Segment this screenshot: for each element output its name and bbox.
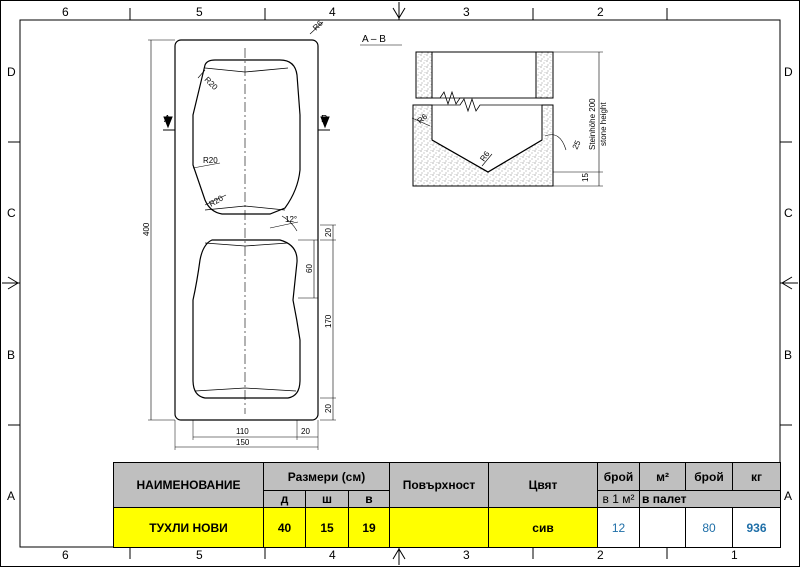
- zone-right-b: B: [784, 348, 793, 362]
- zone-bottom-1: 1: [731, 548, 738, 562]
- zone-left-b: B: [7, 348, 16, 362]
- cell-h: 19: [348, 507, 390, 548]
- sec-dim-25: 25: [571, 138, 583, 150]
- zone-left-d: D: [7, 65, 16, 79]
- header-m2: м²: [639, 462, 686, 491]
- header-w: ш: [305, 490, 349, 508]
- table-row: ТУХЛИ НОВИ 40 15 19 сив 12 80 936: [113, 507, 781, 548]
- dim-12deg: 12°: [285, 215, 297, 224]
- header-h: в: [348, 490, 390, 508]
- zone-top-4: 4: [329, 5, 336, 19]
- cell-w: 15: [305, 507, 349, 548]
- dim-170: 170: [324, 314, 333, 328]
- cell-count: 80: [685, 507, 733, 548]
- header-name: НАИМЕНОВАНИЕ: [113, 462, 264, 508]
- zone-left-c: C: [7, 206, 16, 220]
- header-kg: кг: [732, 462, 781, 491]
- zone-bottom-3: 3: [463, 548, 470, 562]
- zone-top-5: 5: [196, 5, 203, 19]
- dim-400: 400: [142, 222, 151, 236]
- header-count: брой: [597, 462, 640, 491]
- cell-m2: [639, 507, 686, 548]
- zone-bottom-5: 5: [196, 548, 203, 562]
- section-a-marker: A: [164, 114, 171, 125]
- dim-20-right: 20: [301, 427, 310, 436]
- dim-150: 150: [236, 438, 250, 447]
- zone-right-a: A: [784, 489, 793, 503]
- header-count2: брой: [685, 462, 733, 491]
- zone-right-d: D: [784, 65, 793, 79]
- zone-left-a: A: [7, 489, 16, 503]
- header-surface: Повърхност: [389, 462, 489, 508]
- sec-r6-bottom: R6: [478, 149, 492, 163]
- zone-bottom-4: 4: [329, 548, 336, 562]
- dim-20-bottom: 20: [324, 404, 333, 413]
- zone-top-3: 3: [463, 5, 470, 19]
- brick-plan-view: [148, 21, 336, 450]
- cell-name: ТУХЛИ НОВИ: [113, 507, 264, 548]
- label-r20-top: R20: [203, 75, 220, 92]
- dim-20-top: 20: [324, 228, 333, 237]
- header-dimensions: Размери (см): [263, 462, 390, 491]
- zone-bottom-6: 6: [62, 548, 69, 562]
- section-title: A – B: [362, 34, 386, 45]
- header-d: д: [263, 490, 306, 508]
- zone-right-c: C: [784, 206, 793, 220]
- section-b-marker: B: [321, 114, 328, 125]
- label-r6-corner: R6: [311, 18, 325, 32]
- brick-section-view: [411, 51, 603, 187]
- label-r20-mid: R20: [203, 156, 218, 165]
- header-per-m2: в 1 м²: [597, 490, 640, 508]
- zone-bottom-2: 2: [597, 548, 604, 562]
- header-color: Цвят: [488, 462, 598, 508]
- dim-60: 60: [305, 264, 314, 273]
- specification-table: НАИМЕНОВАНИЕ Размери (см) Повърхност Цвя…: [113, 462, 781, 548]
- sec-height-en: stone height: [599, 102, 608, 146]
- cell-color: сив: [488, 507, 598, 548]
- zone-top-6: 6: [62, 5, 69, 19]
- cell-d: 40: [263, 507, 306, 548]
- zone-top-2: 2: [597, 5, 604, 19]
- frame-ticks: [8, 8, 792, 559]
- sec-height-de: Steinhöhe 200: [588, 98, 597, 150]
- header-pallet: в палет: [639, 490, 781, 508]
- cell-per-m2: 12: [597, 507, 640, 548]
- dim-110: 110: [236, 427, 249, 436]
- label-r20-bottom: R20: [208, 193, 226, 208]
- cell-kg: 936: [732, 507, 781, 548]
- cell-surface: [389, 507, 489, 548]
- sec-dim-15: 15: [581, 173, 590, 182]
